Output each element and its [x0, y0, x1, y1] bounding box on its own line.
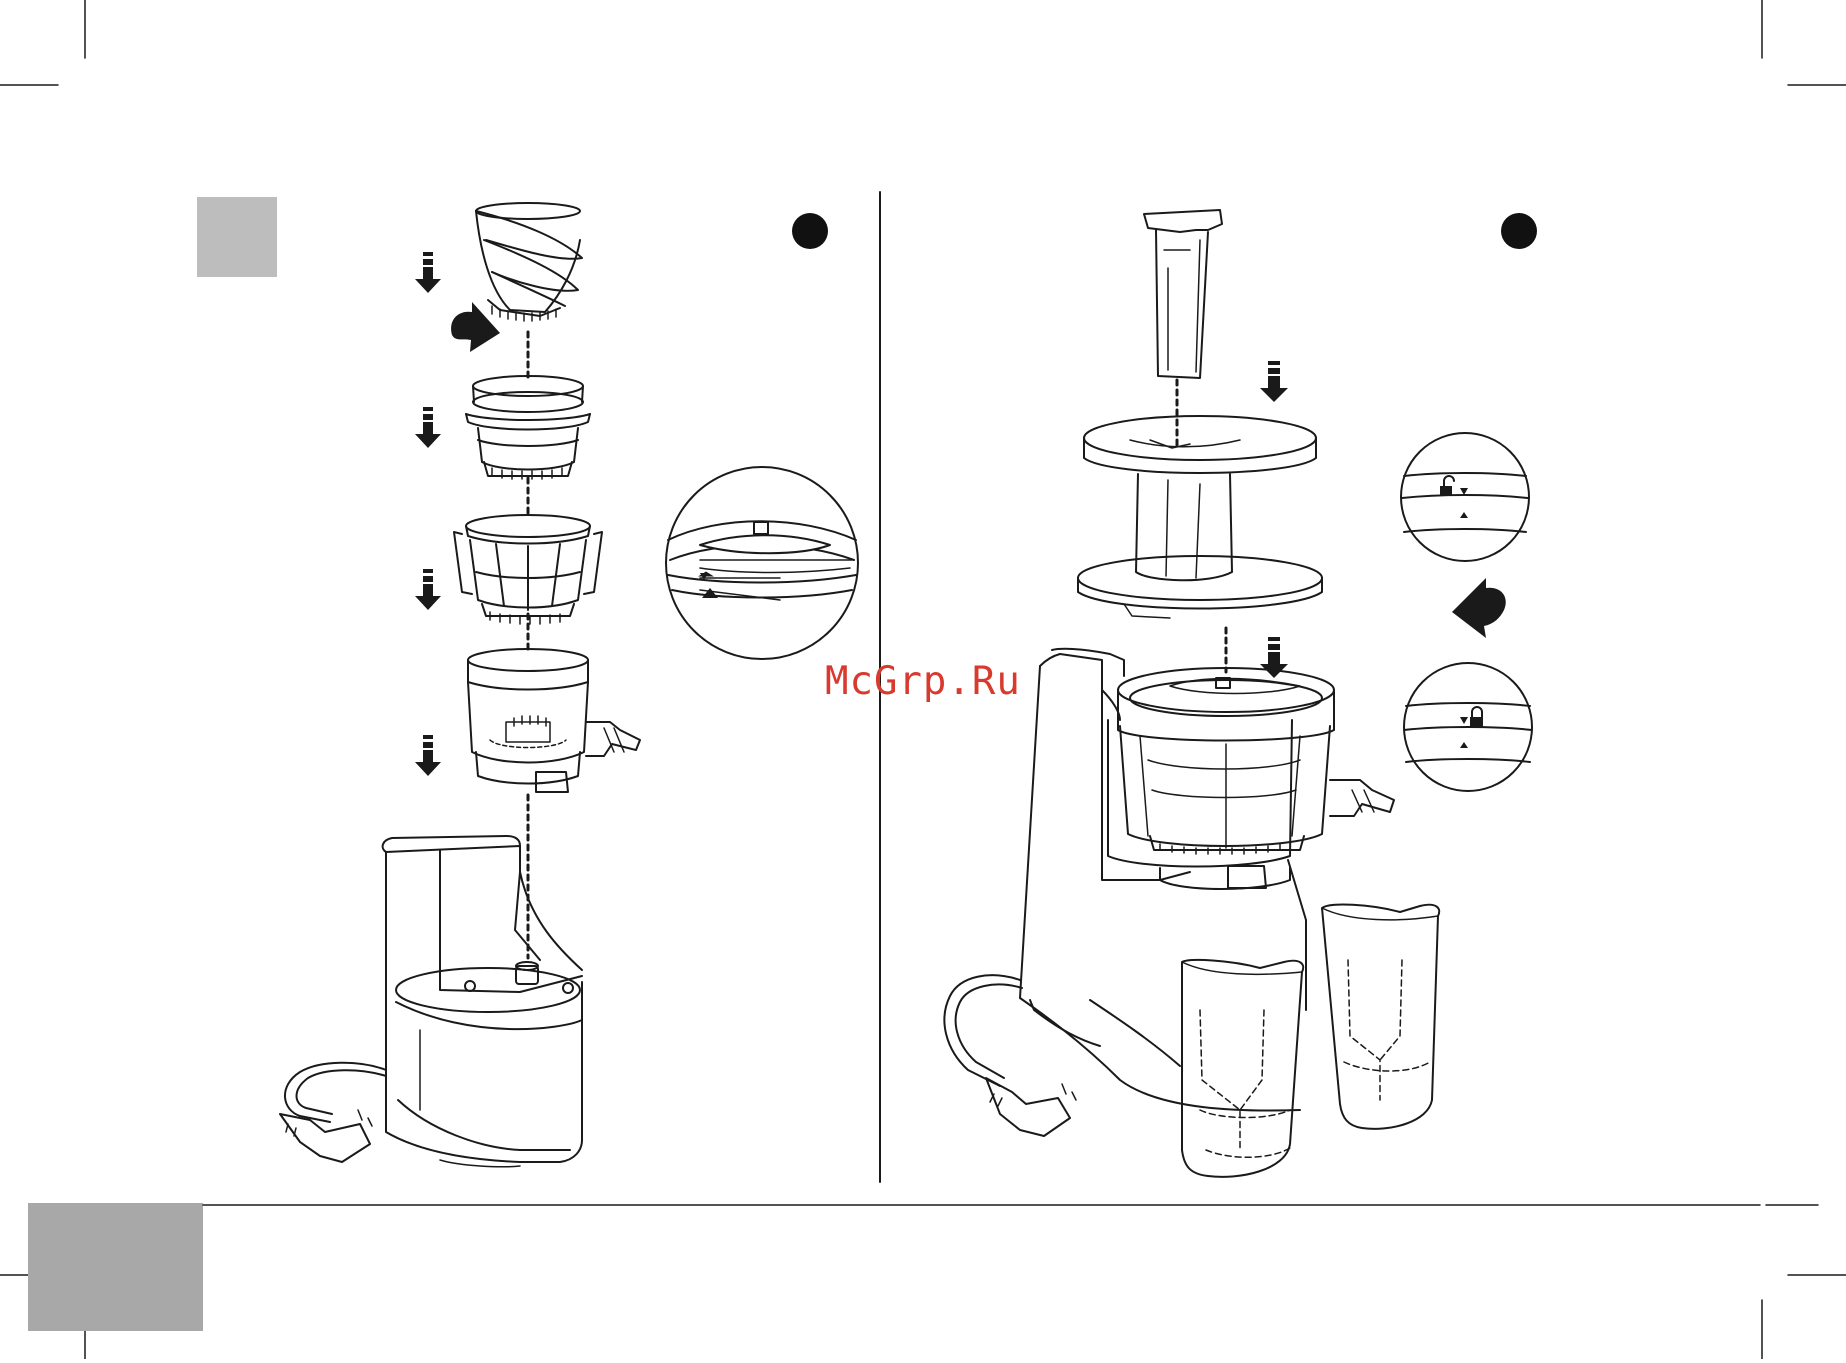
arrow-down-icon [1260, 361, 1288, 402]
power-cord-icon [280, 1063, 386, 1162]
arrow-down-icon [415, 735, 441, 776]
alignment-detail-icon [666, 467, 858, 659]
power-cord-icon [944, 975, 1076, 1136]
assembly-axis [1177, 380, 1226, 672]
pulp-cup-part [1322, 905, 1439, 1129]
motor-base-part [383, 836, 582, 1167]
rotate-counterclockwise-icon [1452, 578, 1506, 638]
hopper-lid-part [1078, 416, 1322, 618]
arrow-down-icon [415, 407, 441, 448]
arrow-down-icon [415, 569, 441, 610]
arrow-down-icon [415, 252, 441, 293]
juicing-bowl-part [468, 649, 640, 792]
pusher-part [1144, 210, 1222, 378]
unlock-detail-icon [1401, 433, 1529, 561]
auger-part [476, 203, 582, 321]
step-dot-right [1501, 213, 1537, 249]
strainer-part [466, 376, 590, 479]
rotating-brush-part [454, 515, 602, 624]
footer-block [28, 1203, 203, 1331]
watermark-text: McGrp.Ru [825, 656, 1065, 708]
juice-cup-part [1182, 960, 1303, 1177]
assembled-juicer-part [1020, 649, 1394, 1111]
step-dot-left [792, 213, 828, 249]
lock-detail-icon [1404, 663, 1532, 791]
section-tab [197, 197, 277, 277]
left-panel [280, 203, 858, 1167]
